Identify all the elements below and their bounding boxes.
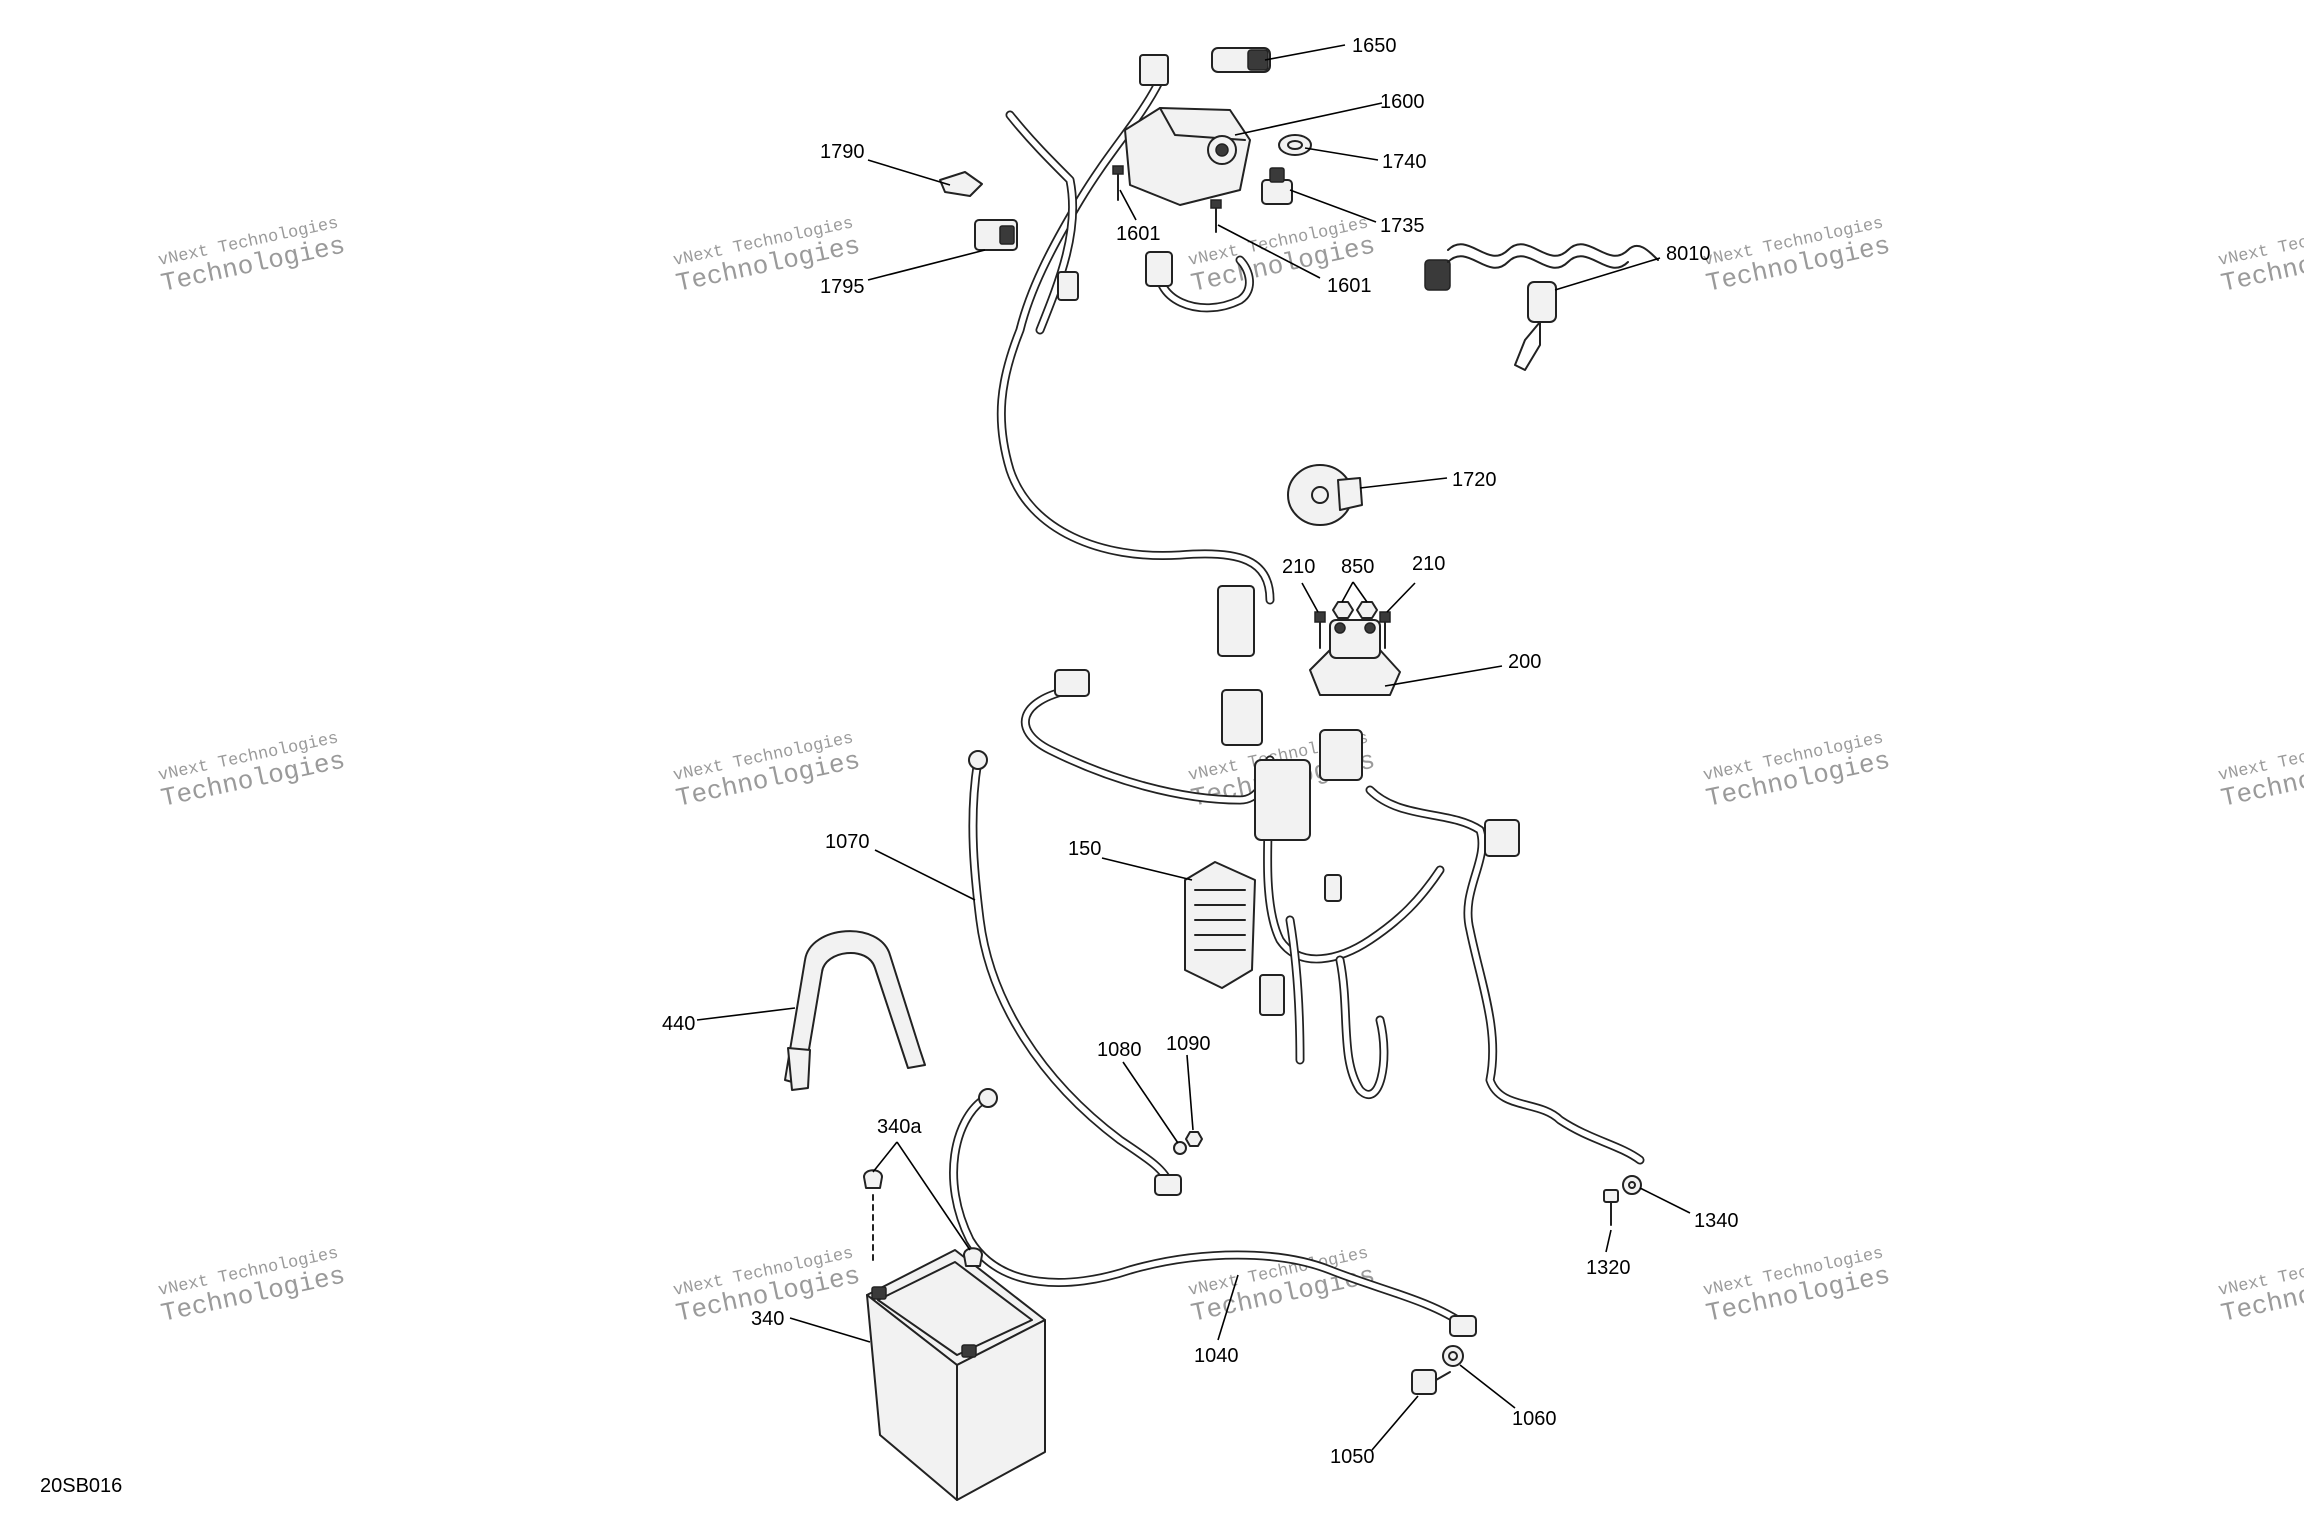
callout-210-right: 210 (1412, 553, 1445, 575)
part-440-strap (784, 930, 926, 1091)
part-1070-cable (968, 750, 1182, 1196)
callout-1795: 1795 (820, 276, 865, 298)
leader-lines (696, 44, 1691, 1451)
callout-340: 340 (751, 1308, 784, 1330)
part-1060-washer (1442, 1345, 1464, 1367)
part-1720-grommet (1287, 464, 1363, 526)
part-1790-sensor (939, 171, 983, 197)
part-8010-tether-cord (1424, 243, 1659, 371)
callout-1601-lower: 1601 (1327, 275, 1372, 297)
part-1735-switch (1261, 167, 1293, 205)
part-210-screw (1314, 611, 1391, 649)
part-1740-grommet (1278, 134, 1312, 156)
callout-1600: 1600 (1380, 91, 1425, 113)
callout-1050: 1050 (1330, 1446, 1375, 1468)
callout-850: 850 (1341, 556, 1374, 578)
part-1090-nut (1185, 1131, 1203, 1147)
callout-440: 440 (662, 1013, 695, 1035)
part-1600-module (1124, 107, 1251, 206)
part-1050-bolt (1411, 1369, 1451, 1395)
part-1080-fastener (1173, 1141, 1187, 1155)
part-1650-connector (1211, 47, 1271, 73)
wiring-harness (996, 54, 1645, 1165)
part-850-nut (1332, 601, 1378, 619)
callout-1601-upper: 1601 (1116, 223, 1161, 245)
callout-1080: 1080 (1097, 1039, 1142, 1061)
part-150-regulator (1184, 861, 1256, 989)
part-340-battery (866, 1249, 1046, 1501)
callout-1650: 1650 (1352, 35, 1397, 57)
part-200-solenoid (1309, 619, 1401, 696)
part-1340-washer (1622, 1175, 1642, 1195)
callout-1090: 1090 (1166, 1033, 1211, 1055)
callout-1720: 1720 (1452, 469, 1497, 491)
callout-1070: 1070 (825, 831, 870, 853)
part-1795-sensor (974, 219, 1018, 251)
callout-labels: 1650 1600 1740 1790 1601 1735 1601 1795 … (40, 35, 1739, 1497)
callout-1735: 1735 (1380, 215, 1425, 237)
callout-210-left: 210 (1282, 556, 1315, 578)
part-1040-cable (949, 1088, 1477, 1337)
callout-1320: 1320 (1586, 1257, 1631, 1279)
callout-1790: 1790 (820, 141, 865, 163)
callout-1340: 1340 (1694, 1210, 1739, 1232)
callout-1040: 1040 (1194, 1345, 1239, 1367)
part-1601-screw (1112, 165, 1222, 233)
callout-1060: 1060 (1512, 1408, 1557, 1430)
callout-150: 150 (1068, 838, 1101, 860)
callout-340a: 340a (877, 1116, 922, 1138)
callout-1740: 1740 (1382, 151, 1427, 173)
diagram-code: 20SB016 (40, 1475, 122, 1497)
callout-200: 200 (1508, 651, 1541, 673)
part-340a-terminal-cap (863, 1169, 983, 1267)
callout-8010: 8010 (1666, 243, 1711, 265)
part-1320-bolt (1603, 1189, 1619, 1226)
